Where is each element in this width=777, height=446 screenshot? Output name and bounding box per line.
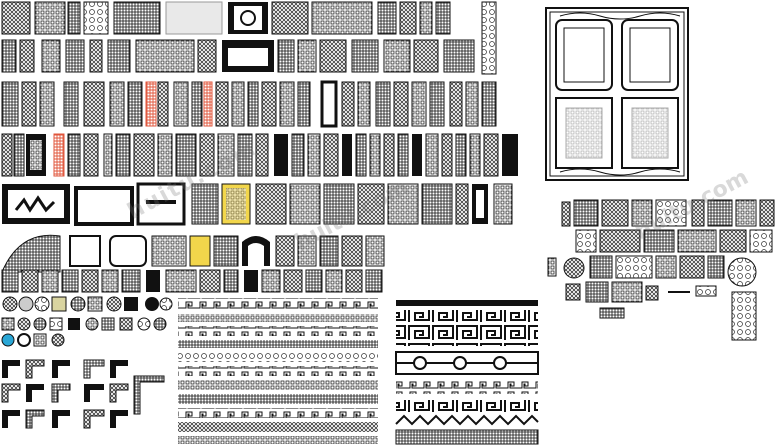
row-1-panels	[1, 1, 497, 75]
corner-brackets	[1, 359, 165, 429]
row-2-panels	[1, 39, 475, 73]
row-3-panels	[1, 80, 497, 128]
border-strips-thin	[178, 298, 378, 444]
row-6-panels	[1, 234, 385, 273]
ceiling-panel	[545, 7, 689, 181]
right-cluster	[547, 199, 775, 341]
border-strips-bold	[395, 300, 539, 445]
row-4-panels	[1, 133, 518, 177]
row-5-plaques	[2, 182, 513, 226]
rosette-motifs	[1, 296, 173, 347]
row-7-panels	[1, 269, 383, 293]
